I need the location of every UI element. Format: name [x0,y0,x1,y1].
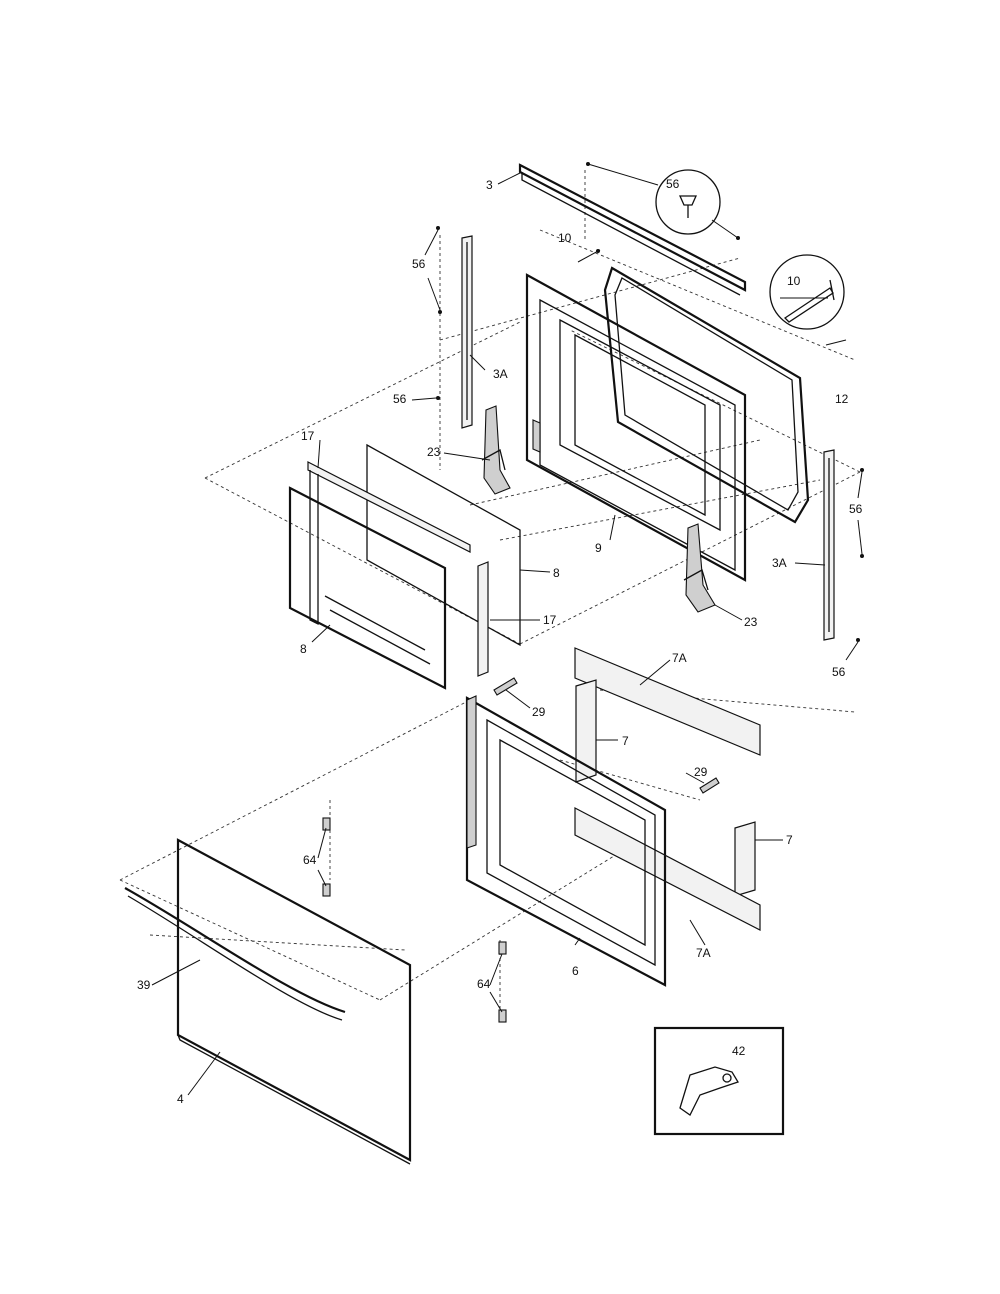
callout-7A-bottom: 7A [696,946,711,960]
callout-17-top: 17 [301,429,315,443]
part-56-right-screws [845,468,864,661]
callout-3A-right: 3A [772,556,787,570]
alignment-lines-upper [204,170,861,645]
callout-56-right-mid: 56 [849,502,863,516]
part-9-inner-door-frame [525,273,747,582]
part-17-top-channel [307,461,471,626]
callout-labels: 3 56 10 10 56 3A 56 12 17 23 56 9 8 3A 1… [137,177,863,1106]
callout-4: 4 [177,1092,184,1106]
callout-7A-top: 7A [672,651,687,665]
callout-10-upper: 10 [558,231,572,245]
part-4-outer-door-panel [176,838,412,1165]
callout-23-right: 23 [744,615,758,629]
part-3A-left-rail [461,235,473,429]
callout-8-right: 8 [553,566,560,580]
callout-8-left: 8 [300,642,307,656]
part-8-back-glass [366,443,521,647]
callout-39: 39 [137,978,151,992]
callout-56-top-circle: 56 [666,177,680,191]
callout-leaders [151,171,828,1096]
callout-64-lower: 64 [477,977,491,991]
part-64-bumpers [322,817,507,1023]
part-42-detail-box [653,1026,785,1136]
callout-3: 3 [486,178,493,192]
callout-7-upper: 7 [622,734,629,748]
callout-17-mid: 17 [543,613,557,627]
callout-12: 12 [835,392,849,406]
callout-7-right: 7 [786,833,793,847]
part-7A-bottom-insulation [574,807,761,931]
callout-42: 42 [732,1044,746,1058]
part-6-door-liner [465,695,667,987]
part-7-left-insulation [575,679,597,783]
callout-56-left-top: 56 [412,257,426,271]
part-39-door-handle [124,887,346,1021]
part-12-door-gasket [603,266,810,524]
callout-9: 9 [595,541,602,555]
callout-3A-left: 3A [493,367,508,381]
vent-slots [559,185,723,271]
part-17-side-channel [477,561,489,677]
callout-23-left: 23 [427,445,441,459]
part-56-detail-circle [586,162,740,240]
part-23-left-hinge [481,405,511,495]
part-29-pins [493,677,720,794]
part-3-top-vent-trim [518,163,747,296]
part-56-left-screws [411,226,442,401]
part-3A-right-rail [823,449,835,641]
callout-6: 6 [572,964,579,978]
callout-29-upper: 29 [532,705,546,719]
part-7A-top-insulation [574,647,761,756]
part-23-right-hinge [683,523,716,613]
callout-29-right: 29 [694,765,708,779]
part-8-front-glass [288,486,447,690]
callout-56-left-mid: 56 [393,392,407,406]
part-7-right-insulation [734,821,756,897]
callout-56-right-bottom: 56 [832,665,846,679]
callout-64-upper: 64 [303,853,317,867]
callout-10-circle: 10 [787,274,801,288]
